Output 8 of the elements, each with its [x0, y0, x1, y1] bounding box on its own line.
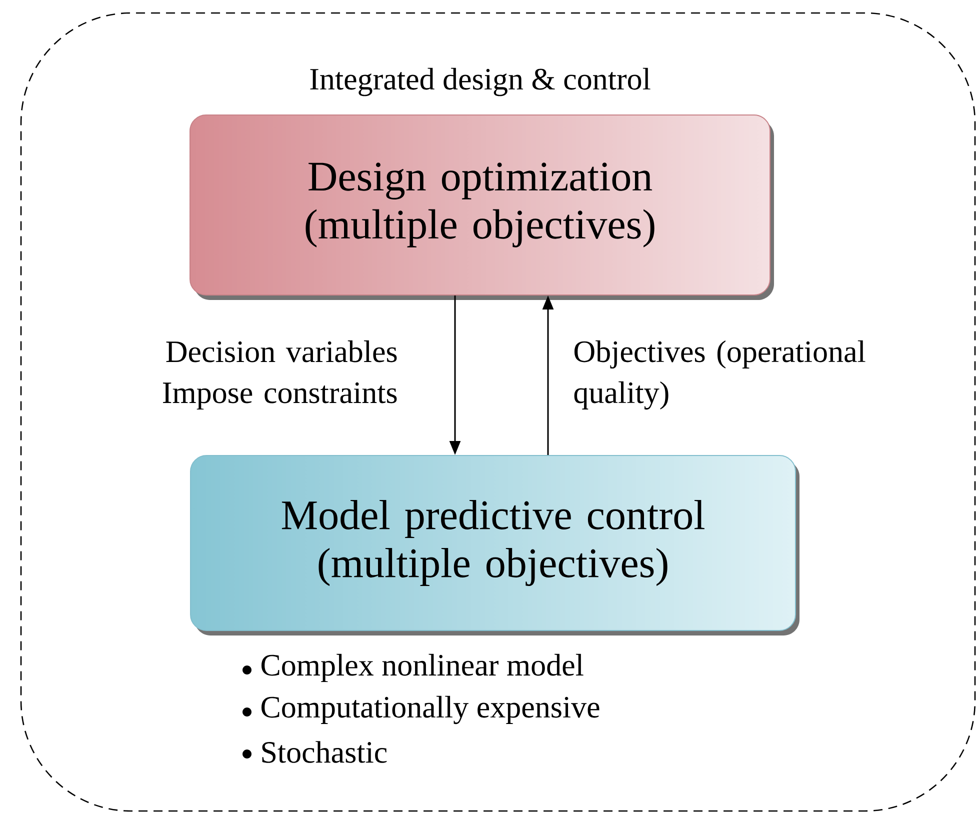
frame-heading: Integrated design & control [310, 68, 650, 96]
bullet-item: Complex nonlinear model [261, 654, 584, 682]
edge-label: Objectives (operational quality) [574, 340, 866, 410]
edge-label: Decision variables Impose constraints [163, 340, 397, 410]
bullet-item: Stochastic [262, 741, 387, 763]
bullet-item: Computationally expensive [261, 696, 600, 724]
process-box: Design optimization (multiple objectives) [190, 114, 774, 300]
process-box: Model predictive control (multiple objectives) [190, 454, 800, 636]
